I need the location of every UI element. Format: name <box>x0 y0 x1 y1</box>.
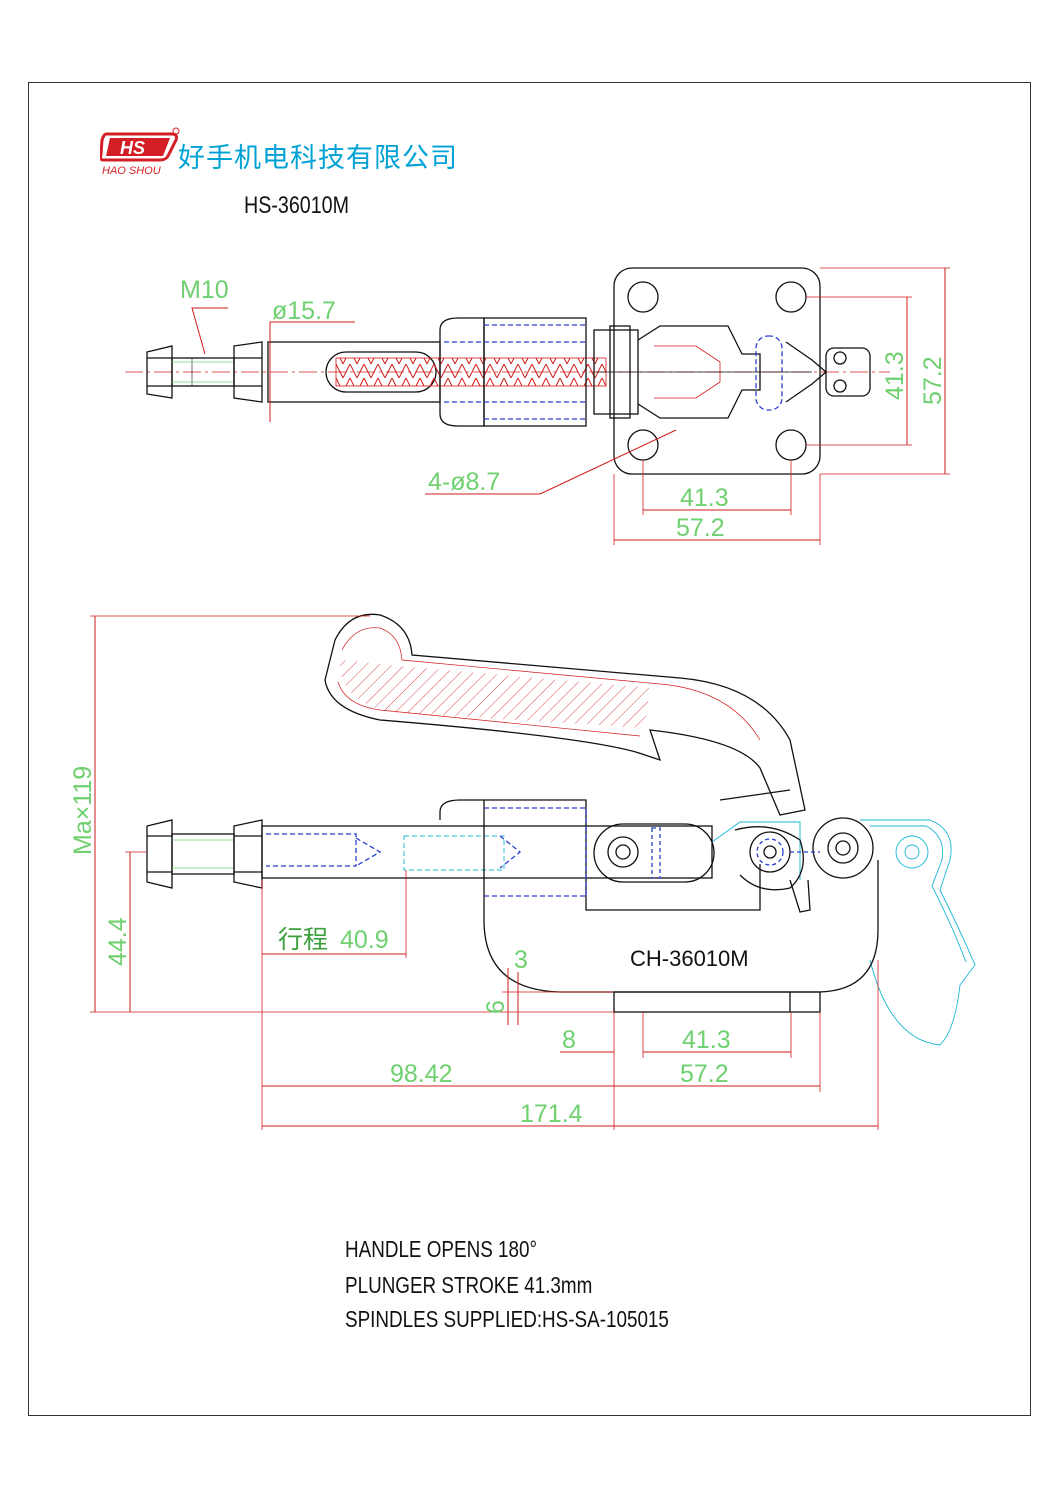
note-handle-opens: HANDLE OPENS 180° <box>345 1236 538 1262</box>
note-spindles-supplied: SPINDLES SUPPLIED:HS-SA-105015 <box>345 1306 669 1332</box>
dim-3-label: 3 <box>514 946 528 974</box>
drawing-frame <box>28 82 1031 1416</box>
company-logo: HS HAO SHOU <box>98 126 180 183</box>
plunger-length-label: 98.42 <box>390 1060 453 1088</box>
dim-6-label: 6 <box>482 1000 510 1014</box>
side-view-dimension-labels: Ma×119 44.4 行程 40.9 CH-36010M 3 6 8 41.3… <box>69 766 749 1128</box>
stroke-value-label: 40.9 <box>340 926 389 954</box>
side-view-dimensions <box>90 615 879 1130</box>
base-width-label: 57.2 <box>680 1060 729 1088</box>
center-height-label: 44.4 <box>104 917 132 966</box>
mounting-hole-label: 4-ø8.7 <box>428 468 500 496</box>
base-height-label: 57.2 <box>919 356 947 405</box>
logo-subtitle: HAO SHOU <box>102 165 161 177</box>
handle-open-position <box>403 819 976 1046</box>
dim-8-label: 8 <box>562 1026 576 1054</box>
model-number: HS-36010M <box>244 192 350 219</box>
side-view <box>146 613 976 1046</box>
company-name: 好手机电科技有限公司 <box>178 143 458 174</box>
hole-spacing-v-label: 41.3 <box>881 351 909 400</box>
overall-length-label: 171.4 <box>520 1100 583 1128</box>
logo-mark: HS <box>120 138 145 158</box>
hole-spacing-label: 41.3 <box>682 1026 731 1054</box>
note-plunger-stroke: PLUNGER STROKE 41.3mm <box>345 1272 593 1298</box>
stroke-label: 行程 <box>278 926 328 954</box>
thread-label: M10 <box>180 276 229 304</box>
hole-spacing-h-label: 41.3 <box>680 484 729 512</box>
max-height-label: Ma×119 <box>69 766 97 855</box>
top-view <box>125 267 890 475</box>
base-width-label: 57.2 <box>676 514 725 542</box>
rod-diameter-label: ø15.7 <box>272 297 336 325</box>
top-view-dimensions: M10 ø15.7 4-ø8.7 41.3 57.2 41.3 57.2 <box>180 267 950 545</box>
part-number-label: CH-36010M <box>630 946 749 971</box>
